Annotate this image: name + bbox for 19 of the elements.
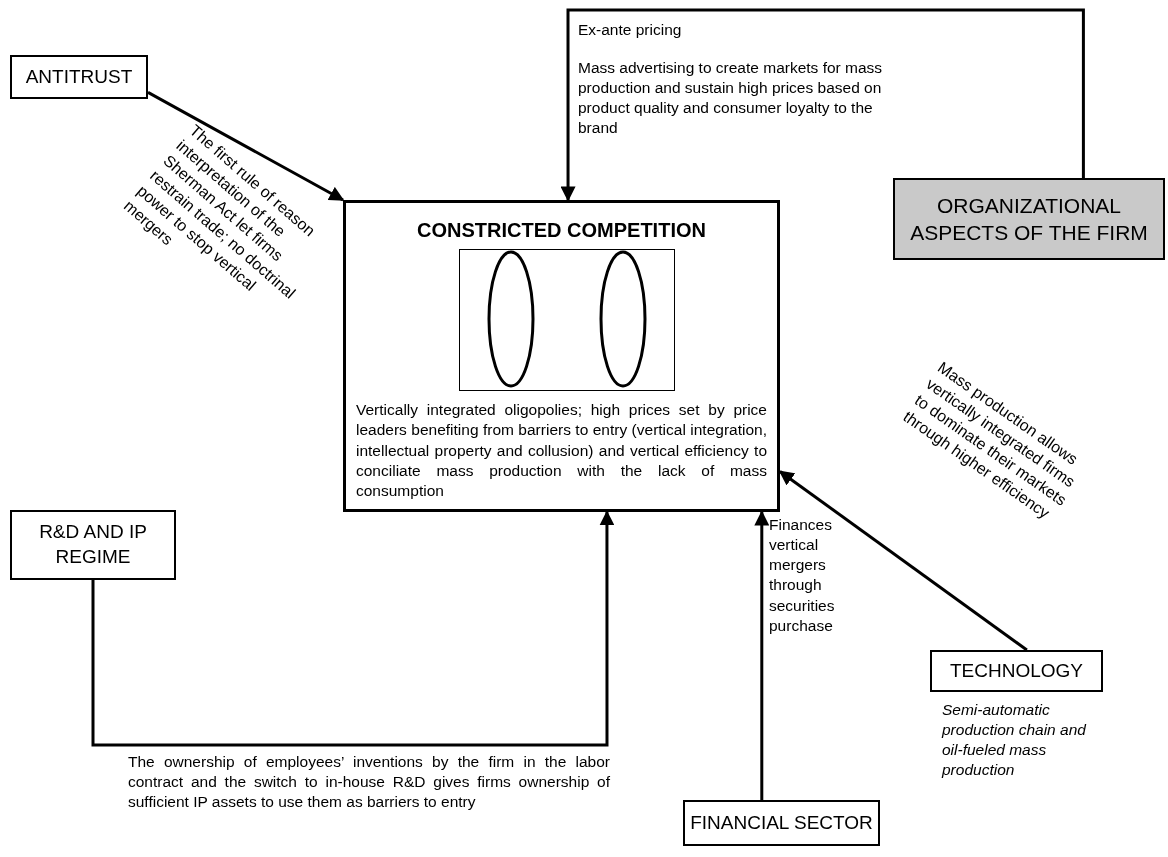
arrow	[147, 91, 345, 202]
arrow	[754, 510, 770, 800]
edge-label: The ownership of employees’ inventions by the firm in the labor contract and the switch to in-house R&D gives firms ownership of sufficient IP assets to use them as barriers to entry	[128, 752, 610, 813]
ellipse-drawing	[459, 249, 675, 391]
box-description: Vertically integrated oligopolies; high prices set by price leaders benefiting from barriers to entry (vertical integration, intellectual property and collusion) and vertical efficiency to conciliate mass production with the lack of mass consumption	[356, 400, 767, 501]
process-box: ANTITRUST	[10, 55, 148, 99]
process-box	[343, 200, 780, 512]
box-title: CONSTRICTED COMPETITION	[417, 218, 706, 243]
process-box: FINANCIAL SECTOR	[683, 800, 880, 846]
edge-label: Ex-ante pricing	[578, 20, 683, 40]
arrow	[91, 510, 615, 747]
arrow	[778, 470, 1028, 652]
edge-label: Finances vertical mergers through securities purchase	[769, 515, 836, 636]
node-caption: Semi-automatic production chain and oil-fueled mass production	[942, 700, 1087, 781]
note-text: Mass advertising to create markets for mass production and sustain high prices based on product quality and consumer loyalty to the brand	[578, 58, 884, 139]
process-box: ORGANIZATIONAL ASPECTS OF THE FIRM	[893, 178, 1165, 260]
process-box: R&D AND IP REGIME	[10, 510, 176, 580]
arrow	[560, 8, 1085, 202]
process-box: TECHNOLOGY	[930, 650, 1103, 692]
